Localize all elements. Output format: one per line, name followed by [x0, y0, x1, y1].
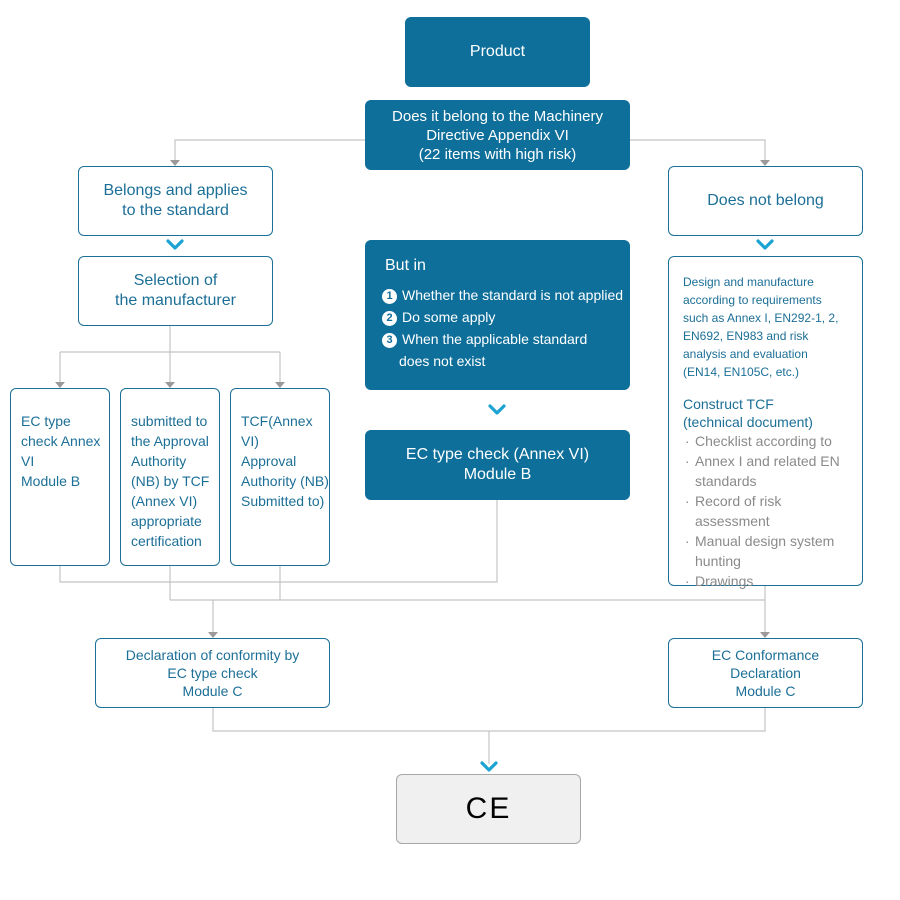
declaration-left-line: Module C: [182, 683, 243, 699]
option2-line: appropriate: [131, 513, 202, 529]
belongs-line: to the standard: [122, 202, 229, 219]
number-1-icon: 1: [382, 289, 397, 304]
tcf-bullet: Record of risk assessment: [683, 491, 854, 531]
selection-line: Selection of: [133, 272, 218, 289]
design-line: such as Annex I, EN292-1, 2,: [683, 311, 839, 325]
declaration-left-line: EC type check: [167, 665, 258, 681]
option2-line: (Annex VI): [131, 493, 198, 509]
product-box: Product: [405, 17, 590, 87]
belongs-line: Belongs and applies: [103, 182, 248, 199]
but-in-item-text: When the applicable standard: [402, 331, 588, 347]
declaration-right-line: EC Conformance: [711, 647, 820, 663]
product-label: Product: [469, 43, 526, 60]
question-line: Does it belong to the Machinery: [392, 107, 603, 125]
option-tcf-box: TCF(Annex VI) Approval Authority (NB) Su…: [230, 388, 330, 566]
question-line: Directive Appendix VI: [426, 126, 569, 144]
but-in-box: But in 1 Whether the standard is not appl…: [365, 240, 630, 390]
design-line: according to requirements: [683, 293, 822, 307]
declaration-right-box: EC Conformance Declaration Module C: [668, 638, 863, 708]
selection-box: Selection of the manufacturer: [78, 256, 273, 326]
tcf-title-line: (technical document): [683, 414, 813, 430]
option-submitted-approval-box: submitted to the Approval Authority (NB)…: [120, 388, 220, 566]
ce-mark-box: CE: [396, 774, 581, 844]
option2-line: certification: [131, 533, 202, 549]
option3-line: TCF(Annex VI): [241, 413, 313, 449]
machinery-directive-question-box: Does it belong to the Machinery Directiv…: [365, 100, 630, 170]
but-in-item-text: Do some apply: [402, 309, 496, 325]
design-line: analysis and evaluation: [683, 347, 808, 361]
option1-line: Module B: [21, 473, 81, 489]
tcf-bullet-text: Manual design system: [695, 533, 835, 549]
design-line: Design and manufacture: [683, 275, 814, 289]
tcf-bullet: Drawings: [683, 571, 854, 591]
but-in-item-continuation: does not exist: [399, 353, 486, 369]
option-ec-type-check-box: EC type check Annex VI Module B: [10, 388, 110, 566]
option2-line: the Approval: [131, 433, 209, 449]
tcf-bullet-text: Annex I and related EN: [695, 453, 840, 469]
tcf-bullet-list: Checklist according to Annex I and relat…: [683, 431, 854, 591]
option1-line: check Annex: [21, 433, 101, 449]
does-not-belong-label: Does not belong: [707, 192, 824, 209]
but-in-item-text: Whether the standard is not applied: [402, 287, 624, 303]
tcf-bullet: Manual design system hunting: [683, 531, 854, 571]
tcf-bullet-text: Checklist according to: [695, 433, 832, 449]
but-in-item: 1 Whether the standard is not applied: [382, 285, 630, 305]
option3-line: Submitted to): [241, 493, 325, 509]
design-text: Design and manufacture according to requ…: [683, 273, 854, 381]
design-line: (EN14, EN105C, etc.): [683, 365, 800, 379]
declaration-right-line: Module C: [735, 683, 796, 699]
tcf-bullet: Annex I and related EN standards: [683, 451, 854, 491]
tcf-bullet: Checklist according to: [683, 431, 854, 451]
tcf-title: Construct TCF (technical document): [683, 395, 854, 431]
option3-line: Approval: [241, 453, 297, 469]
number-2-icon: 2: [382, 311, 397, 326]
belongs-box: Belongs and applies to the standard: [78, 166, 273, 236]
but-in-item: 2 Do some apply: [382, 307, 630, 327]
tcf-bullet-text: hunting: [695, 553, 741, 569]
design-manufacture-box: Design and manufacture according to requ…: [668, 256, 863, 591]
option2-line: submitted to: [131, 413, 208, 429]
option2-line: (NB) by TCF: [131, 473, 210, 489]
but-in-title: But in: [385, 257, 426, 274]
design-line: EN692, EN983 and risk: [683, 329, 809, 343]
tcf-bullet-text: Drawings: [695, 573, 754, 589]
ec-type-check-annex-box: EC type check (Annex VI) Module B: [365, 430, 630, 500]
declaration-left-line: Declaration of conformity by: [125, 647, 300, 663]
does-not-belong-box: Does not belong: [668, 166, 863, 236]
ce-mark: CE: [465, 792, 512, 825]
question-line: (22 items with high risk): [418, 145, 577, 163]
ec-type-check-line: EC type check (Annex VI): [405, 446, 590, 463]
declaration-left-box: Declaration of conformity by EC type che…: [95, 638, 330, 708]
option3-line: Authority (NB): [241, 473, 329, 489]
selection-line: the manufacturer: [115, 292, 236, 309]
option1-line: EC type: [21, 413, 71, 429]
option2-line: Authority: [131, 453, 187, 469]
declaration-right-line: Declaration: [730, 665, 801, 681]
option1-line: VI: [21, 453, 35, 469]
tcf-bullet-text: standards: [695, 473, 757, 489]
tcf-bullet-text: Record of risk assessment: [695, 493, 782, 529]
but-in-item: 3 When the applicable standard: [382, 329, 630, 349]
ec-type-check-line: Module B: [463, 466, 532, 483]
tcf-title-line: Construct TCF: [683, 396, 774, 412]
number-3-icon: 3: [382, 333, 397, 348]
